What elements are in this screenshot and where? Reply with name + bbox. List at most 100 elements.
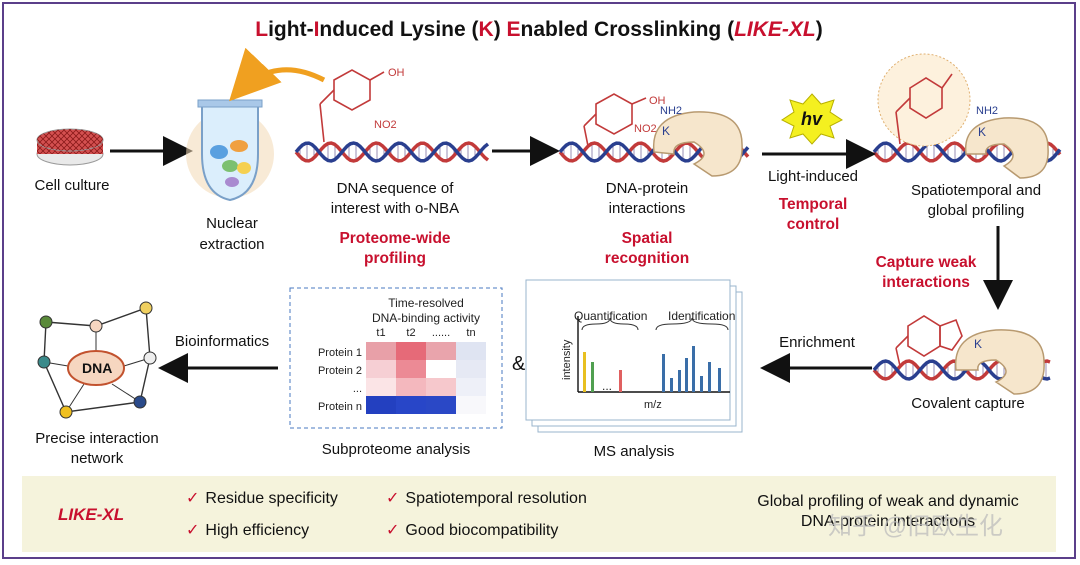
time-col: tn	[466, 327, 476, 339]
heatmap-cell	[426, 396, 456, 414]
check-icon: ✓	[386, 522, 400, 539]
title-letter-e: E	[506, 18, 521, 41]
heatmap-cell	[456, 360, 486, 378]
nuclear-label-2: extraction	[199, 236, 265, 253]
subproteome-box	[289, 287, 503, 429]
protein-2-icon	[964, 117, 1049, 179]
spectrum-dots: ...	[602, 379, 612, 393]
check-item: ✓Residue specificity	[186, 490, 338, 507]
k-label-1: K	[662, 124, 670, 138]
network-node	[139, 301, 153, 315]
onba-structure-2-icon	[583, 93, 647, 147]
onba-structure-3-icon	[895, 73, 953, 145]
heatmap-cell	[456, 378, 486, 396]
covalent-capture-label: Covalent capture	[911, 395, 1025, 412]
dna-sequence-label-2: interest with o-NBA	[330, 200, 460, 217]
subproteome-title-1: Time-resolved	[388, 296, 464, 310]
figure-title: Light-Induced Lysine (K) Enabled Crossli…	[4, 18, 1074, 42]
quantification-label: Quantification	[574, 309, 647, 323]
protein-rows: Protein 1 Protein 2 ... Protein n	[298, 344, 362, 416]
nh2-label-2: NH2	[976, 105, 998, 117]
network-node	[133, 395, 147, 409]
heatmap-cell	[426, 378, 456, 396]
protein-1-icon	[652, 111, 743, 177]
check-icon: ✓	[386, 490, 400, 507]
check-icon: ✓	[186, 490, 200, 507]
spatial-label-2: recognition	[604, 250, 690, 267]
orange-arrow-icon	[229, 47, 326, 102]
title-part: nduced Lysine (	[319, 18, 479, 41]
light-induced-label: Light-induced	[767, 168, 859, 185]
time-col: t2	[406, 327, 416, 339]
network-node	[37, 355, 51, 369]
check-item: ✓Good biocompatibility	[386, 522, 559, 539]
heatmap-cell	[456, 396, 486, 414]
heatmap-cell	[426, 360, 456, 378]
nh2-label-1: NH2	[660, 105, 682, 117]
dna-helix-1	[294, 141, 490, 163]
spatiotemporal-label-1: Spatiotemporal and	[910, 182, 1042, 199]
subproteome-label: Subproteome analysis	[321, 441, 471, 458]
check-item: ✓Spatiotemporal resolution	[386, 490, 587, 507]
cell-culture-label: Cell culture	[34, 177, 110, 194]
time-col: t1	[376, 327, 386, 339]
network-label-1: Precise interaction	[35, 430, 159, 447]
temporal-label-2: control	[786, 216, 840, 233]
heatmap-cell	[366, 396, 396, 414]
heatmap-cell	[396, 378, 426, 396]
protein-row-label: Protein n	[317, 401, 362, 413]
dna-sequence-label-1: DNA sequence of	[336, 180, 454, 197]
time-header: t1 t2 ...... tn	[366, 327, 486, 339]
subproteome-title-2: DNA-binding activity	[371, 311, 481, 325]
result-text: Global profiling of weak and dynamic DNA…	[728, 492, 1048, 532]
protein-row-label: ...	[352, 383, 362, 395]
proteome-label-2: profiling	[364, 250, 426, 267]
highlight-circle	[877, 53, 971, 147]
mz-label: m/z	[644, 399, 662, 411]
heatmap	[366, 342, 486, 414]
no2-label-1: NO2	[374, 119, 397, 131]
title-part: ight-	[268, 18, 314, 41]
bioinformatics-label: Bioinformatics	[174, 333, 270, 350]
network-node	[59, 405, 73, 419]
heatmap-cell	[396, 396, 426, 414]
heatmap-cell	[456, 342, 486, 360]
result-line-1: Global profiling of weak and dynamic	[757, 493, 1019, 510]
protein-row-label: Protein 1	[317, 347, 362, 359]
title-part: )	[493, 18, 507, 41]
result-line-2: DNA-protein interactions	[800, 513, 976, 530]
identification-label: Identification	[668, 309, 735, 323]
ms-analysis-label: MS analysis	[593, 443, 675, 460]
petri-dish-icon	[36, 128, 104, 166]
nuclear-label-1: Nuclear	[206, 215, 258, 232]
capture-label-2: interactions	[882, 274, 970, 291]
network-node	[39, 315, 53, 329]
network-node	[143, 351, 157, 365]
interaction-network	[37, 301, 157, 419]
summary-panel: LIKE-XL ✓Residue specificity ✓High effic…	[22, 476, 1056, 552]
temporal-label-1: Temporal	[778, 196, 848, 213]
intensity-label: intensity	[561, 339, 573, 380]
time-col: ......	[431, 327, 451, 339]
ampersand: &	[512, 353, 526, 375]
protein-3-icon	[954, 329, 1045, 395]
watermark: 知乎 @旧欧生化	[828, 513, 1004, 540]
spatial-label-1: Spatial	[621, 230, 673, 247]
heatmap-cell	[426, 342, 456, 360]
tube-icon	[186, 99, 274, 202]
check-item: ✓High efficiency	[186, 522, 310, 539]
heatmap-cell	[366, 378, 396, 396]
no2-label-2: NO2	[634, 123, 657, 135]
heatmap-cell	[396, 360, 426, 378]
heatmap-cell	[366, 360, 396, 378]
spatiotemporal-label-2: global profiling	[927, 202, 1025, 219]
heatmap-cell	[366, 342, 396, 360]
oh-label-2: OH	[649, 95, 666, 107]
dna-protein-label-2: interactions	[608, 200, 686, 217]
capture-label-1: Capture weak	[875, 254, 977, 271]
covalent-structure-icon	[895, 315, 963, 367]
dna-protein-label-1: DNA-protein	[605, 180, 689, 197]
hv-label: hv	[801, 109, 823, 129]
check-icon: ✓	[186, 522, 200, 539]
heatmap-cell	[396, 342, 426, 360]
